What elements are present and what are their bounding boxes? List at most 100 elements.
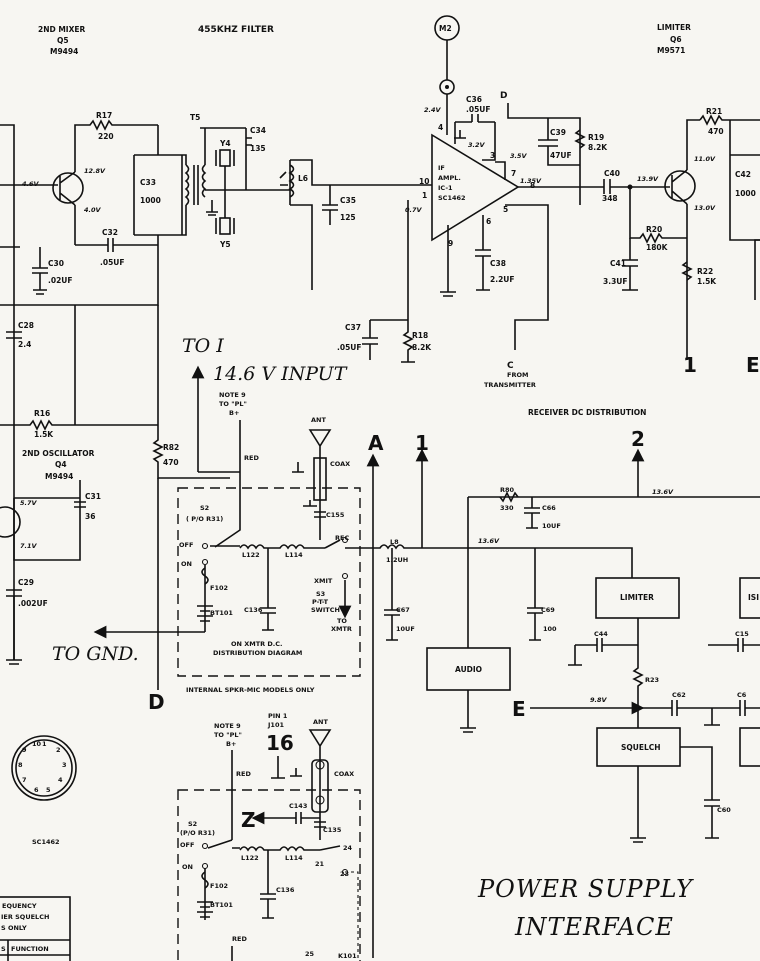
to-gnd-note: TO GND. <box>52 643 139 665</box>
parts-r17-label: R17 <box>96 111 112 120</box>
lower-panel-on-label: ON <box>182 863 193 871</box>
parts-c36v-label: .05UF <box>466 105 491 114</box>
parts-c28-label: C28 <box>18 321 34 330</box>
label-16: 16 <box>266 731 294 755</box>
lower-panel-k101-label: K101 <box>338 952 357 960</box>
to-i-note: TO I <box>182 335 224 357</box>
socket-pins-5-label: 6 <box>34 786 39 794</box>
parts-r18v-label: 8.2K <box>412 343 432 352</box>
table-rows-2-label: S ONLY <box>1 924 27 932</box>
upper-panel-red-label: RED <box>244 454 259 462</box>
pins-p7-label: 7 <box>511 169 516 178</box>
dist-parts-c67-label: C67 <box>396 606 410 614</box>
dist-parts-c6-label: C6 <box>737 691 747 699</box>
parts-r17v-label: 220 <box>98 132 114 141</box>
socket-pins-4-label: 5 <box>46 786 51 794</box>
parts-ic-label-2-label: IC-1 <box>438 184 453 192</box>
parts-r82-label: R82 <box>163 443 179 452</box>
parts-r16-label: R16 <box>34 409 50 418</box>
dist-parts-c67v-label: 10UF <box>396 625 415 633</box>
table-col2-label: FUNCTION <box>11 945 49 953</box>
upper-panel-xmit-label: XMIT <box>314 577 333 585</box>
parts-c29-label: C29 <box>18 578 34 587</box>
parts-ic-label-3-label: SC1462 <box>438 194 466 202</box>
connector-2: 2 <box>631 427 645 451</box>
voltages-v139-label: 13.9V <box>637 175 659 183</box>
frequency-table: EQUENCY IER SQUELCH S ONLY S FUNCTION <box>0 896 71 961</box>
lower-panel-l122-label: L122 <box>241 854 259 862</box>
lower-panel-c135-label: C135 <box>323 826 342 834</box>
voltages-v32-label: 3.2V <box>468 141 486 149</box>
parts-r20v-label: 180K <box>646 243 669 252</box>
upper-panel-note-0-label: NOTE 9 <box>219 391 246 399</box>
table-rows-1-label: IER SQUELCH <box>1 913 49 921</box>
upper-panel-c155-label: C155 <box>326 511 345 519</box>
headers-mixer-1-label: Q5 <box>57 36 69 45</box>
parts-c41-label: C41 <box>610 259 626 268</box>
lower-panel-ant-label: ANT <box>313 718 328 726</box>
partial-box <box>739 577 760 619</box>
parts-c39v-label: 47UF <box>550 151 572 160</box>
lower-panel-coax-label: COAX <box>334 770 354 778</box>
parts-c37-label: C37 <box>345 323 361 332</box>
upper-panel-l114-label: L114 <box>285 551 303 559</box>
lower-panel-l114-label: L114 <box>285 854 303 862</box>
boxes-squelch-label: SQUELCH <box>621 743 661 752</box>
oscillator-header: 2ND OSCILLATOR Q4 M9494 <box>22 449 95 481</box>
lower-dc-panel: NOTE 9 TO "PL" B+ RED PIN 1 J101 16 ANT … <box>177 712 361 961</box>
headers-limiter-2-label: M9571 <box>657 46 685 55</box>
dist-parts-c66v-label: 10UF <box>542 522 561 530</box>
upper-panel-to-xmtr-0-label: TO <box>337 617 347 625</box>
power-supply-title: POWER SUPPLY <box>477 875 694 903</box>
upper-panel-note-1-label: TO "PL" <box>219 400 247 408</box>
dist-parts-l8-label: L8 <box>390 538 399 546</box>
pins-p8-label: 8 <box>530 181 535 190</box>
q5-transistor <box>52 172 84 204</box>
lower-panel-s2-label: S2 <box>188 820 197 828</box>
pins-p9-label: 9 <box>448 239 453 248</box>
upper-panel-rec-label: REC <box>335 534 349 542</box>
parts-r16v-label: 1.5K <box>34 430 54 439</box>
lower-panel-c143-label: C143 <box>289 802 307 810</box>
dist-title-label: RECEIVER DC DISTRIBUTION <box>528 408 646 417</box>
from-transmitter-1-label: TRANSMITTER <box>484 381 536 389</box>
upper-panel-l122-label: L122 <box>242 551 260 559</box>
lower-panel-note-2-label: B+ <box>226 740 236 748</box>
upper-panel-internal-label: INTERNAL SPKR-MIC MODELS ONLY <box>186 686 315 694</box>
dist-parts-c69-label: C69 <box>541 606 555 614</box>
upper-panel-note-2-label: B+ <box>229 409 239 417</box>
dist-parts-c66-label: C66 <box>542 504 556 512</box>
boxes-audio-label: AUDIO <box>455 665 482 674</box>
lower-panel-red2-label: RED <box>232 935 247 943</box>
receiver-dc-distribution: RECEIVER DC DISTRIBUTION A 1 2 L8 1.2UH … <box>345 408 760 958</box>
parts-r22v-label: 1.5K <box>697 277 717 286</box>
voltages-v57-label: 5.7V <box>20 499 38 507</box>
voltages-v136b-label: 13.6V <box>652 488 674 496</box>
headers-limiter-1-label: Q6 <box>670 35 682 44</box>
parts-c29v-label: .002UF <box>18 599 48 608</box>
ic1-label: IF AMPL. IC-1 SC1462 <box>438 164 466 202</box>
voltages-v07-label: 0.7V <box>405 206 423 214</box>
q4-transistor <box>0 506 21 538</box>
pins-p6-label: 6 <box>486 217 491 226</box>
parts-ic-label-0-label: IF <box>438 164 445 172</box>
dist-parts-c60-label: C60 <box>717 806 731 814</box>
parts-c34v-label: 135 <box>250 144 266 153</box>
parts-y5-label: Y5 <box>219 240 231 249</box>
upper-panel-s3-0-label: S3 <box>316 590 325 598</box>
lower-panel-c136-label: C136 <box>276 886 295 894</box>
parts-c31-label: C31 <box>85 492 101 501</box>
from-transmitter-0-label: FROM <box>507 371 528 379</box>
parts-c42v-label: 1000 <box>735 189 756 198</box>
upper-panel-caption-0-label: ON XMTR D.C. <box>231 640 283 648</box>
parts-c36-label: C36 <box>466 95 482 104</box>
upper-panel-s2sub-label: ( P/O R31) <box>186 515 223 523</box>
filter-header: 455KHZ FILTER <box>198 25 274 35</box>
socket-pins-7-label: 8 <box>18 761 23 769</box>
upper-dc-panel: NOTE 9 TO "PL" B+ RED ANT COAX C155 S2 (… <box>177 391 361 694</box>
voltages-v135-label: 1.35V <box>520 177 542 185</box>
lower-panel-bt101-label: BT101 <box>210 901 233 909</box>
upper-panel-on-label: ON <box>181 560 192 568</box>
